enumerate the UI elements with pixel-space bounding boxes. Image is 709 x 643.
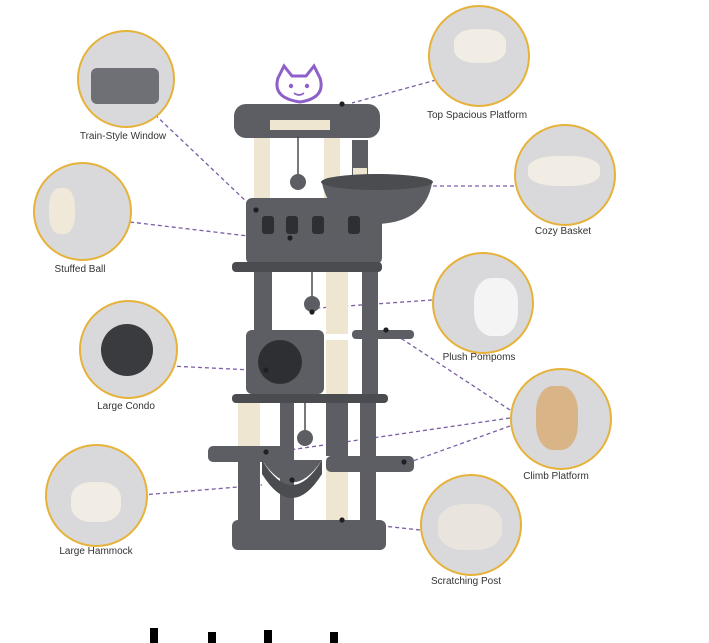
- pompom-top: [290, 136, 306, 190]
- leader-line-stuffed-ball: [129, 221, 249, 237]
- large-condo: [246, 330, 324, 394]
- leader-line-top-platform: [351, 79, 437, 104]
- callout-cozy-basket: [514, 124, 616, 226]
- callout-train-window: [77, 30, 175, 128]
- leader-line-large-condo: [169, 365, 253, 371]
- large-hammock: [262, 460, 322, 498]
- base-board: [232, 520, 386, 550]
- climb-platform-photo: [536, 386, 578, 450]
- pompom-middle: [304, 272, 320, 312]
- callout-scratching-post: [420, 474, 522, 576]
- top-platform-label: Top Spacious Platform: [426, 110, 528, 121]
- callout-large-hammock: [45, 444, 148, 547]
- top-platform: [234, 104, 380, 138]
- plush-pompoms-label: Plush Pompoms: [442, 352, 516, 363]
- callout-stuffed-ball: [33, 162, 132, 261]
- large-condo-label: Large Condo: [97, 401, 155, 412]
- stuffed-ball-photo: [49, 188, 75, 234]
- leader-line-climb-platform-c: [409, 425, 511, 463]
- train-window-condo: [246, 198, 382, 264]
- leader-line-climb-platform-b: [275, 417, 511, 453]
- cat-face-logo-icon: [275, 63, 323, 104]
- cozy-basket-photo: [528, 156, 600, 186]
- callout-plush-pompoms: [432, 252, 534, 354]
- leader-line-train-window: [149, 109, 251, 206]
- train-window-photo: [91, 68, 159, 104]
- scratching-post-photo: [438, 504, 502, 550]
- callout-large-condo: [79, 300, 178, 399]
- callout-top-platform: [428, 5, 530, 107]
- climb-platform-left: [208, 446, 290, 462]
- train-window-label: Train-Style Window: [79, 131, 167, 142]
- stuffed-ball-label: Stuffed Ball: [54, 264, 106, 275]
- mid-platform-1: [232, 262, 382, 272]
- mid-platform-2: [232, 394, 388, 403]
- climb-platform-right: [326, 456, 414, 472]
- large-hammock-label: Large Hammock: [59, 546, 133, 557]
- climb-platform-label: Climb Platform: [523, 471, 589, 482]
- cozy-basket-label: Cozy Basket: [534, 226, 592, 237]
- pompom-lower: [297, 403, 313, 446]
- large-hammock-photo: [71, 482, 121, 522]
- scratching-post-label: Scratching Post: [430, 576, 502, 587]
- top-platform-photo: [454, 29, 506, 63]
- large-condo-photo: [101, 324, 153, 376]
- plush-pompoms-photo: [474, 278, 518, 336]
- side-step-platform: [352, 330, 414, 339]
- bottom-decoration: [150, 628, 338, 643]
- paw-print-icon: [253, 101, 407, 523]
- leader-line-climb-platform-a: [395, 334, 511, 411]
- callout-climb-platform: [510, 368, 612, 470]
